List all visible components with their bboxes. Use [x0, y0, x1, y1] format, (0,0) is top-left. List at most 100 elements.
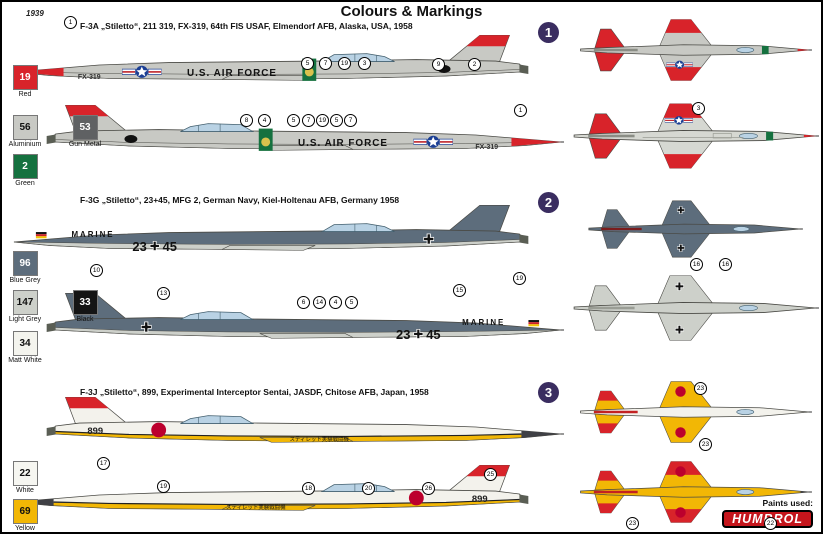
scheme-2-number-badge: 2 — [538, 192, 559, 213]
callout-circle: 22 — [764, 517, 777, 530]
paint-code: 53 — [72, 115, 98, 140]
hinomaru — [151, 422, 167, 438]
callout-circle: 5 — [287, 114, 300, 127]
german-flag — [35, 232, 47, 239]
scheme-1-port-profile: FX-319 U.S. AIR FORCE — [10, 32, 565, 81]
paint-label: Gun Metal — [68, 141, 102, 148]
callout-circle: 5 — [345, 296, 358, 309]
hinomaru — [675, 386, 686, 397]
page-code: 1939 — [26, 9, 44, 18]
paint-label: Light Grey — [8, 316, 42, 323]
callout-circle: 17 — [97, 457, 110, 470]
paint-label: Green — [15, 180, 35, 187]
callout-circle: 4 — [258, 114, 271, 127]
scheme-1-number-badge: 1 — [538, 22, 559, 43]
paint-code: 2 — [12, 154, 38, 179]
marine-text: MARINE — [462, 318, 505, 327]
scheme-1-bottom-view — [562, 90, 820, 182]
paint-label: Aluminium — [8, 141, 42, 148]
callout-circle: 5 — [301, 57, 314, 70]
scheme-2-bottom-view — [562, 264, 820, 352]
paint-label: Red — [18, 91, 32, 98]
nose-cone — [797, 48, 810, 52]
paint-label: Black — [76, 316, 94, 323]
callout-circle: 23 — [694, 382, 707, 395]
callout-circle: 25 — [484, 468, 497, 481]
callout-circle: 7 — [302, 114, 315, 127]
hinomaru — [675, 427, 686, 438]
callout-circle: 19 — [338, 57, 351, 70]
callout-circle: 20 — [362, 482, 375, 495]
callout-circle: 1 — [64, 16, 77, 29]
scheme-2-top-view — [562, 192, 820, 266]
hinomaru — [675, 466, 686, 477]
scheme-2-starboard-profile: MARINE 23 45 — [10, 290, 565, 342]
scheme-3-bottom-view — [562, 452, 820, 532]
paint-code: 69 — [12, 499, 38, 524]
nose-cone — [511, 137, 562, 147]
callout-circle: 19 — [513, 272, 526, 285]
scheme-2-port-profile: MARINE 23 45 — [10, 202, 565, 254]
callout-circle: 3 — [358, 57, 371, 70]
nose-cone — [803, 134, 816, 138]
code-left: 23 — [132, 239, 146, 254]
scheme-3-number-badge: 3 — [538, 382, 559, 403]
callout-circle: 4 — [329, 296, 342, 309]
german-flag — [528, 320, 540, 327]
callout-circle: 7 — [344, 114, 357, 127]
cheat-line — [55, 430, 522, 438]
callout-circle: 26 — [422, 482, 435, 495]
marine-text: MARINE — [71, 230, 114, 239]
scheme-1-starboard-profile: FX-319 U.S. AIR FORCE — [10, 102, 565, 151]
green-band — [766, 131, 774, 141]
tail-number: 899 — [87, 425, 103, 436]
callout-circle: 3 — [692, 102, 705, 115]
callout-circle: 1 — [514, 104, 527, 117]
nose-code-text: FX-319 — [475, 144, 498, 151]
callout-circle: 13 — [157, 287, 170, 300]
nose-cone — [521, 430, 562, 438]
callout-circle: 15 — [453, 284, 466, 297]
callout-circle: 18 — [302, 482, 315, 495]
scheme-1-top-view — [562, 10, 820, 90]
squadron-badge — [260, 136, 272, 148]
scheme-3-caption: F-3J „Stiletto“, 899, Experimental Inter… — [80, 387, 429, 397]
callout-circle: 5 — [330, 114, 343, 127]
callout-circle: 8 — [240, 114, 253, 127]
callout-circle: 10 — [90, 264, 103, 277]
scheme-3-top-view — [562, 372, 820, 452]
callout-circle: 19 — [316, 114, 329, 127]
paint-label: Yellow — [15, 525, 35, 532]
cheat-line — [53, 498, 520, 506]
code-left: 23 — [396, 327, 410, 342]
airforce-text: U.S. AIR FORCE — [187, 68, 277, 79]
paint-label: Blue Grey — [9, 277, 41, 284]
paint-code: 33 — [72, 290, 98, 315]
paint-code: 147 — [12, 290, 38, 315]
code-right: 45 — [426, 327, 440, 342]
japanese-titles: スティレット実験戦闘機 — [289, 435, 349, 443]
callout-circle: 14 — [313, 296, 326, 309]
scheme-1-caption: F-3A „Stiletto“, 211 319, FX-319, 64th F… — [80, 21, 413, 31]
panther-emblem — [124, 135, 138, 143]
callout-circle: 19 — [157, 480, 170, 493]
hinomaru — [408, 490, 424, 506]
scheme-3-starboard-profile: 899 スティレット実験戦闘機 — [10, 394, 565, 443]
paint-code: 56 — [12, 115, 38, 140]
callout-circle: 23 — [626, 517, 639, 530]
callout-circle: 16 — [690, 258, 703, 271]
page-title: Colours & Markings — [340, 3, 483, 20]
paint-code: 34 — [12, 331, 38, 356]
code-right: 45 — [163, 239, 177, 254]
paint-label: White — [16, 487, 34, 494]
hinomaru — [675, 507, 686, 518]
nose-cone — [13, 67, 64, 77]
green-band — [761, 46, 769, 55]
